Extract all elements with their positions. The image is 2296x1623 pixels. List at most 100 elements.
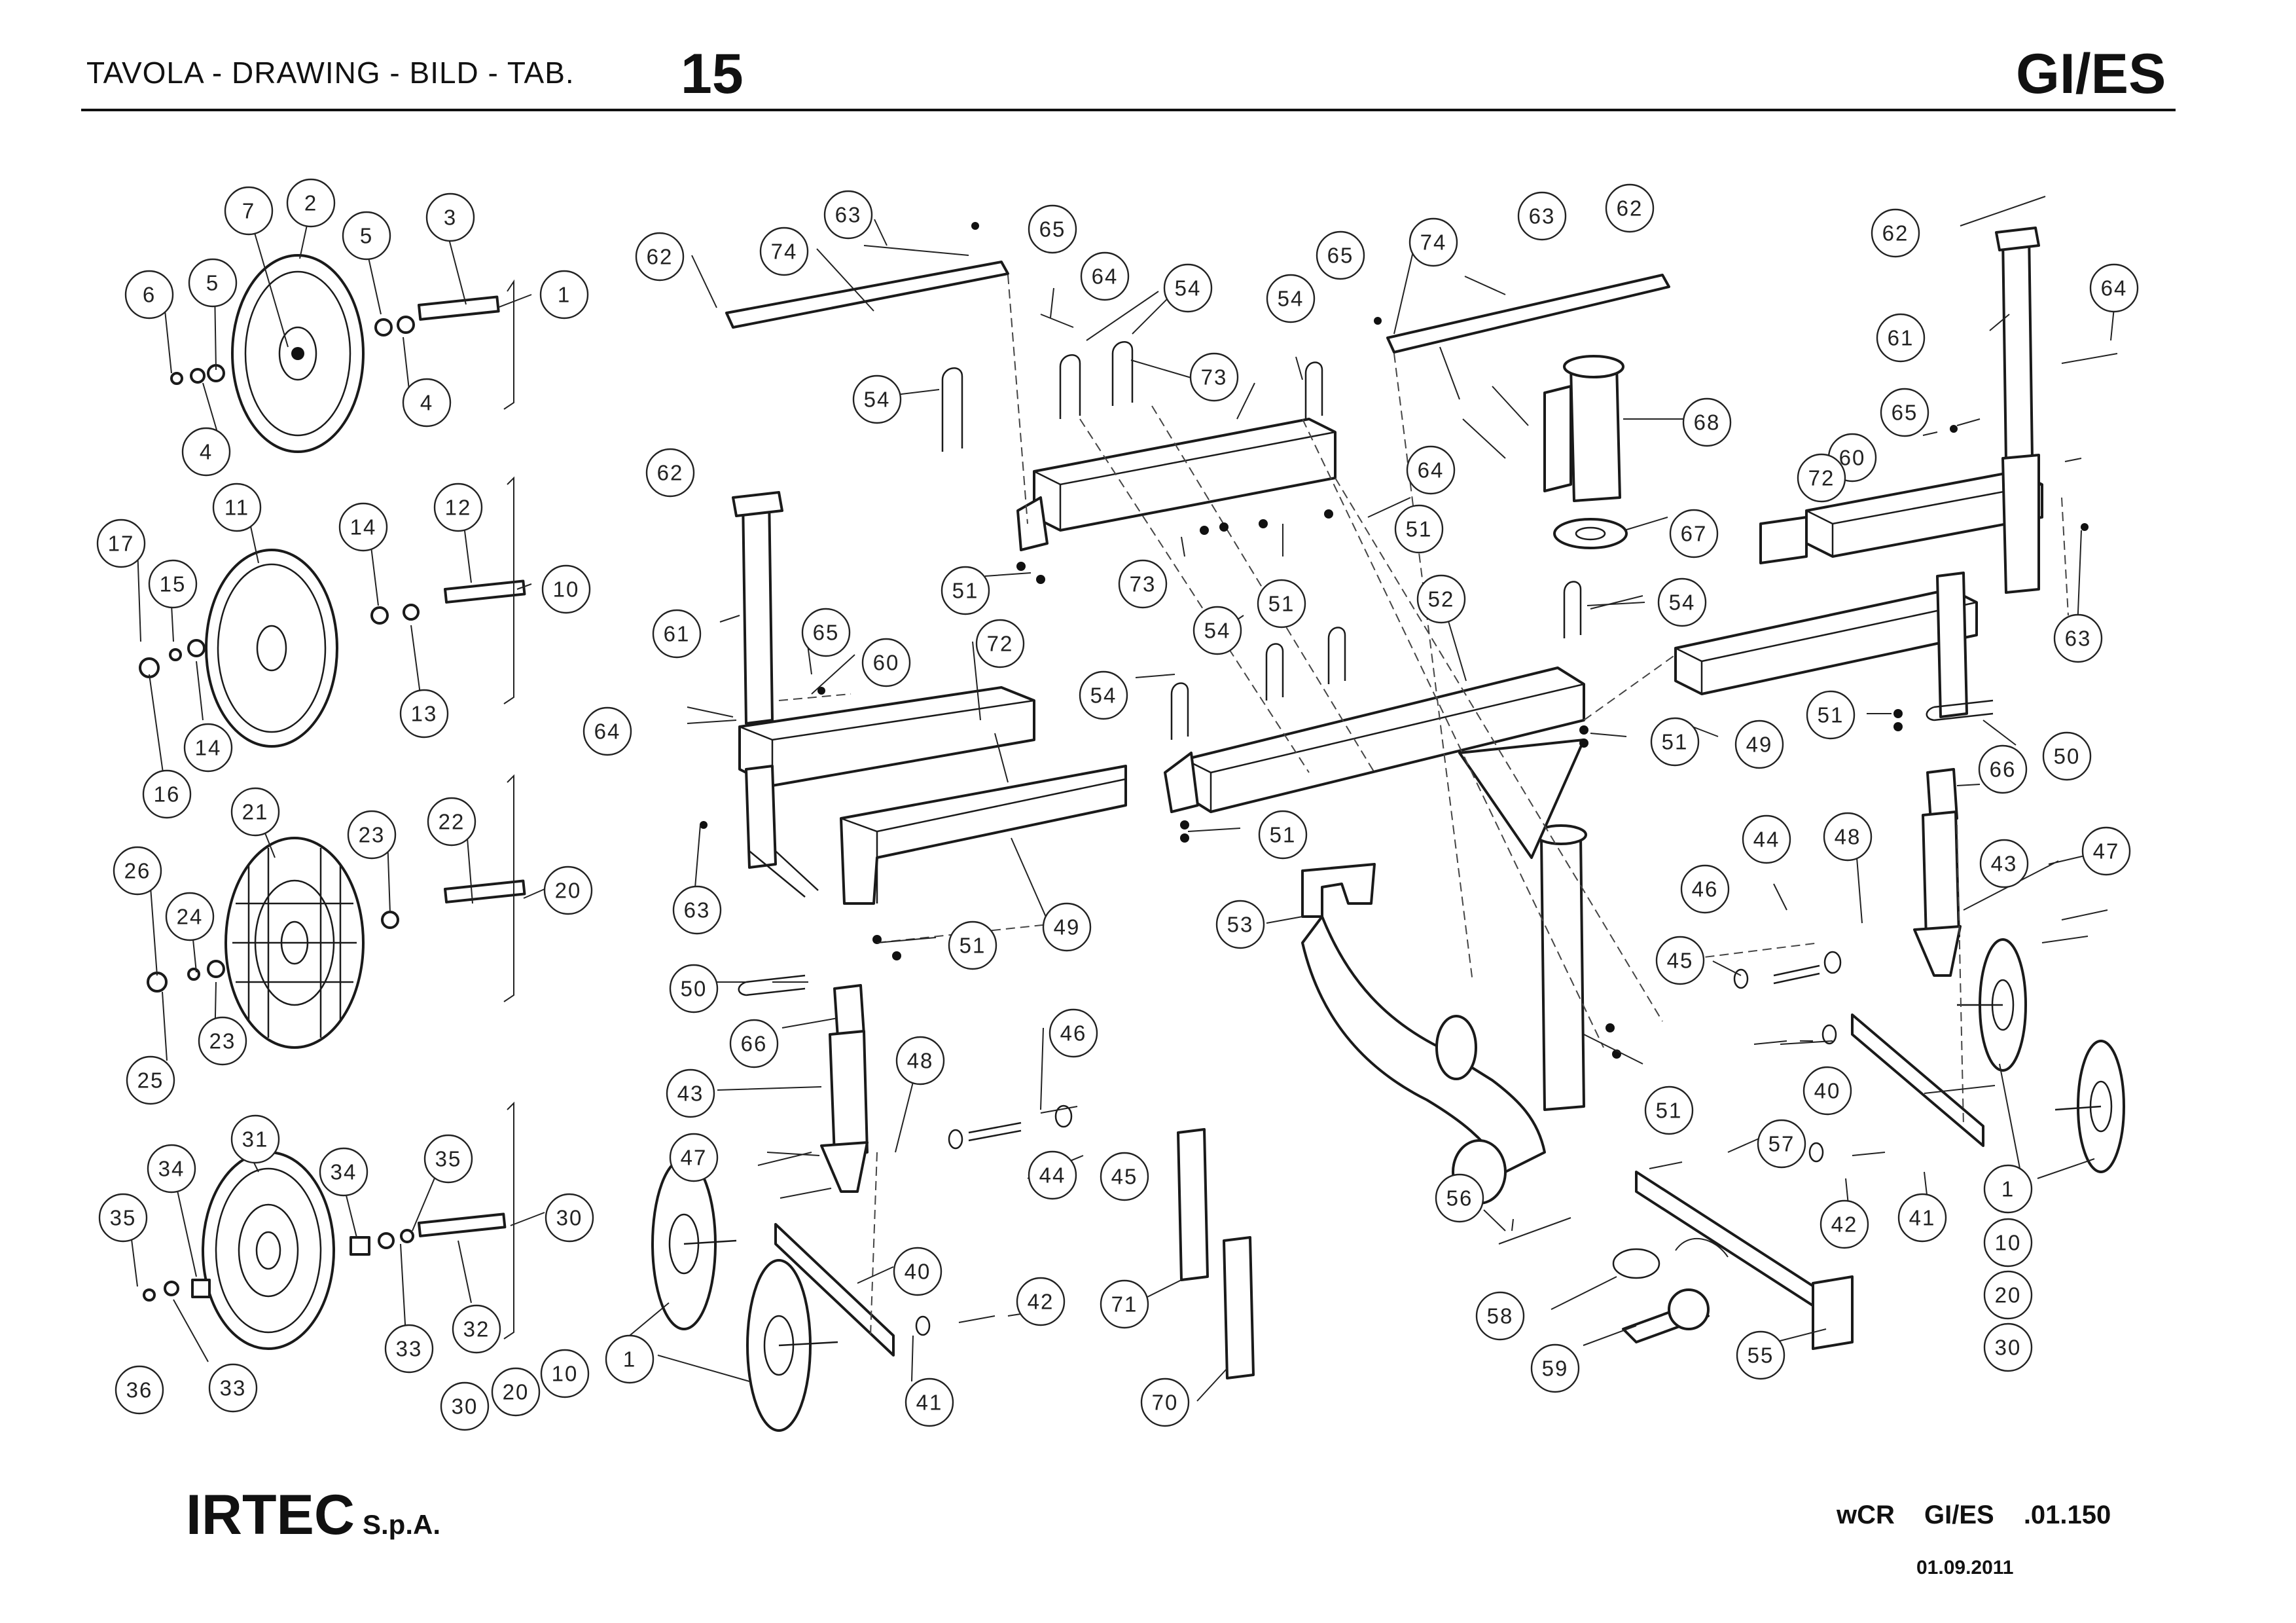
callout-56: 56 xyxy=(1435,1173,1484,1223)
callout-number: 50 xyxy=(681,977,708,1001)
callout-number: 64 xyxy=(2101,276,2128,301)
callout-23: 23 xyxy=(347,810,397,860)
callout-number: 50 xyxy=(2054,744,2081,769)
callout-number: 62 xyxy=(1882,221,1909,246)
callout-balloon xyxy=(96,519,146,568)
callout-number: 44 xyxy=(1039,1163,1066,1188)
callout-62: 62 xyxy=(645,448,695,498)
callout-number: 48 xyxy=(1835,825,1861,849)
callout-balloon xyxy=(1408,217,1458,267)
callout-balloon xyxy=(98,1193,148,1243)
callout-63: 63 xyxy=(2053,613,2103,663)
callout-balloon xyxy=(1028,1150,1077,1200)
callout-balloon xyxy=(1871,208,1920,258)
callout-balloon xyxy=(1049,1008,1098,1058)
callout-number: 13 xyxy=(411,702,438,726)
callout-43: 43 xyxy=(1979,839,2029,888)
callout-72: 72 xyxy=(975,619,1025,668)
callout-number: 24 xyxy=(177,905,204,929)
callout-65: 65 xyxy=(1316,230,1365,280)
callout-balloon xyxy=(1823,812,1873,862)
callout-number: 30 xyxy=(452,1395,478,1419)
callout-balloon xyxy=(427,797,476,847)
callout-number: 51 xyxy=(1270,823,1297,847)
callout-balloon xyxy=(433,483,483,532)
callout-64: 64 xyxy=(2089,263,2139,313)
callout-number: 51 xyxy=(952,579,979,603)
callout-number: 64 xyxy=(1418,458,1444,483)
callout-balloon xyxy=(2089,263,2139,313)
callout-number: 56 xyxy=(1446,1186,1473,1211)
callout-71: 71 xyxy=(1100,1279,1149,1329)
callout-62: 62 xyxy=(1605,183,1655,233)
callout-64: 64 xyxy=(1080,251,1130,301)
callout-64: 64 xyxy=(583,706,632,756)
wheel-variant-4 xyxy=(143,1101,514,1350)
callout-balloon xyxy=(895,1036,945,1085)
callout-number: 66 xyxy=(1990,757,2017,782)
callout-number: 41 xyxy=(1909,1206,1936,1230)
callout-number: 54 xyxy=(1175,276,1202,301)
callout-balloon xyxy=(142,769,192,819)
callout-number: 40 xyxy=(1814,1079,1841,1103)
callout-balloon xyxy=(208,1363,258,1413)
callout-balloon xyxy=(1978,744,2028,794)
callout-balloon xyxy=(402,378,452,428)
callout-40: 40 xyxy=(893,1247,942,1296)
callout-number: 68 xyxy=(1694,410,1721,435)
callout-number: 23 xyxy=(359,823,386,847)
callout-balloon xyxy=(1266,274,1316,323)
callout-number: 15 xyxy=(160,572,187,596)
callout-10: 10 xyxy=(540,1349,590,1398)
callout-number: 74 xyxy=(771,240,798,264)
callout-number: 63 xyxy=(835,203,862,227)
callout-balloon xyxy=(124,270,174,319)
callout-33: 33 xyxy=(208,1363,258,1413)
callout-balloon xyxy=(230,1114,280,1164)
callout-balloon xyxy=(126,1055,175,1105)
callout-number: 60 xyxy=(1839,446,1866,470)
callout-68: 68 xyxy=(1682,397,1732,447)
callout-balloon xyxy=(541,564,591,614)
callout-balloon xyxy=(801,608,851,657)
callout-number: 54 xyxy=(1278,287,1304,311)
callout-balloon xyxy=(2042,731,2092,781)
callout-balloon xyxy=(440,1381,490,1431)
callout-balloon xyxy=(941,566,990,615)
callout-number: 10 xyxy=(553,577,580,602)
callout-balloon xyxy=(224,186,274,236)
callout-balloon xyxy=(1803,1066,1852,1116)
callout-number: 62 xyxy=(647,245,673,269)
callout-4: 4 xyxy=(181,427,231,477)
callout-number: 61 xyxy=(664,622,691,646)
callout-number: 1 xyxy=(558,283,571,307)
callout-balloon xyxy=(1028,204,1077,254)
callout-balloon xyxy=(669,1133,719,1182)
callout-13: 13 xyxy=(399,689,449,739)
callout-number: 43 xyxy=(677,1082,704,1106)
callout-balloon xyxy=(905,1377,954,1427)
callout-63: 63 xyxy=(823,190,873,240)
drawing-label: TAVOLA - DRAWING - BILD - TAB. xyxy=(86,56,575,90)
callout-balloon xyxy=(1394,504,1444,554)
callout-balloon xyxy=(1163,263,1213,313)
callout-balloon xyxy=(948,921,997,970)
callout-balloon xyxy=(975,619,1025,668)
callout-balloon xyxy=(1316,230,1365,280)
callout-number: 46 xyxy=(1060,1021,1087,1046)
callout-number: 51 xyxy=(1406,517,1433,541)
callout-45: 45 xyxy=(1655,936,1705,985)
callout-47: 47 xyxy=(2081,826,2131,876)
callout-60: 60 xyxy=(861,638,911,687)
callout-20: 20 xyxy=(543,866,593,915)
callout-20: 20 xyxy=(491,1367,541,1417)
callout-61: 61 xyxy=(652,609,702,659)
callout-6: 6 xyxy=(124,270,174,319)
callout-balloon xyxy=(1880,388,1929,437)
callout-balloon xyxy=(384,1324,434,1374)
callout-62: 62 xyxy=(1871,208,1920,258)
callout-balloon xyxy=(1797,453,1846,503)
wheel-variant-2 xyxy=(139,476,526,748)
callout-balloon xyxy=(672,885,722,935)
